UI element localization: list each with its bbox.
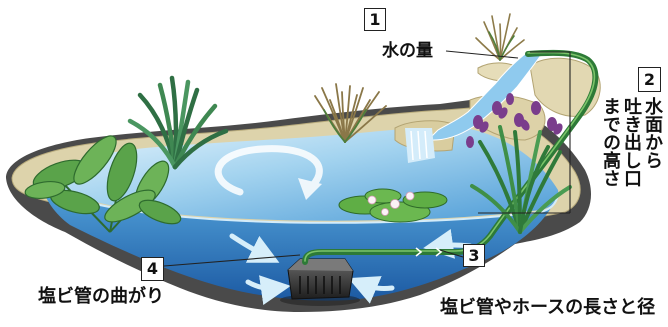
- iris-plant-right: [466, 93, 572, 234]
- callout-label-line: 吐き出し口: [621, 97, 642, 187]
- callout-label-outlet-height: 水面から 吐き出し口 までの高さ: [597, 97, 663, 197]
- iris-leaf-clump-left: [127, 75, 229, 170]
- leader-line-3: [439, 249, 464, 258]
- leader-line-1: [445, 50, 519, 59]
- cascade-foam: [410, 130, 428, 161]
- pump-grill: [299, 276, 341, 294]
- hose-flow-arrows: [415, 247, 443, 257]
- callout-label-line: までの高さ: [600, 97, 621, 187]
- callout-number-4: 4: [141, 257, 164, 281]
- callout-label-pipe-length-diameter: 塩ビ管やホースの長さと径: [440, 297, 656, 318]
- leader-line-4: [163, 254, 301, 267]
- callout-label-line: 水面から: [642, 97, 663, 169]
- water-flow-swirl-arrow: [214, 145, 323, 200]
- reed-clump: [314, 83, 387, 143]
- lily-flower: [367, 191, 415, 216]
- pump: [280, 258, 360, 306]
- water-lily: [338, 188, 448, 223]
- callout-number-3: 3: [463, 244, 485, 267]
- callout-label-water-volume: 水の量: [382, 41, 433, 61]
- callout-number-2: 2: [638, 67, 661, 92]
- rock: [529, 57, 601, 117]
- iris-flower: [466, 93, 563, 148]
- callout-lines: [163, 50, 571, 267]
- underwater-cross-section: [40, 182, 558, 301]
- callout-label-pipe-bends: 塩ビ管の曲がり: [38, 286, 164, 307]
- broad-leaf-plant-left: [24, 135, 182, 233]
- callout-number-1: 1: [364, 8, 386, 31]
- grass-clump-top-right: [475, 13, 525, 61]
